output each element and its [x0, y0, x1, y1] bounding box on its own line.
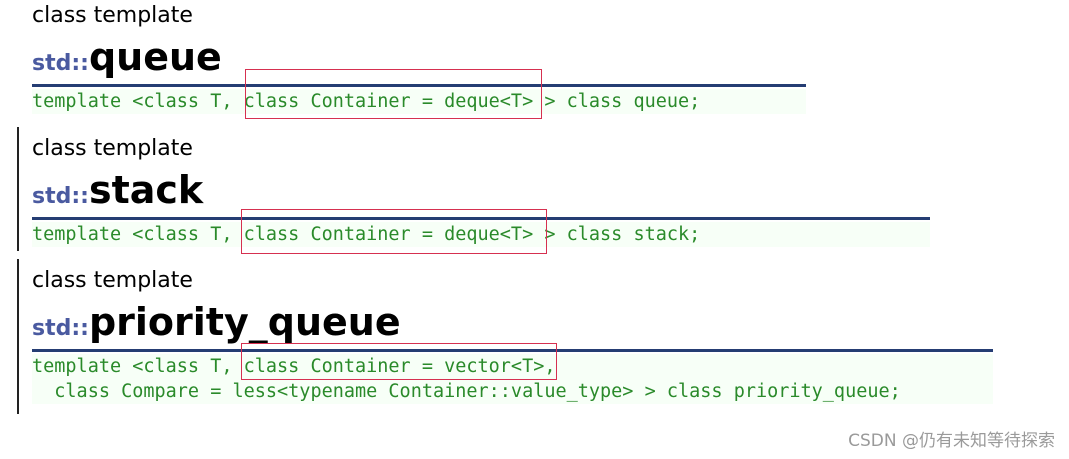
highlight-box	[241, 209, 547, 254]
title-underline	[32, 84, 806, 87]
class-name: priority_queue	[88, 300, 401, 344]
section-left-border	[17, 259, 19, 414]
highlight-box	[241, 343, 557, 380]
section-left-border	[17, 127, 19, 251]
code-block: template <class T, class Container = deq…	[32, 89, 806, 114]
code-line: template <class T, class Container = vec…	[32, 356, 556, 377]
class-title: std::stack	[32, 171, 203, 209]
title-underline	[32, 217, 930, 220]
class-name: queue	[88, 35, 222, 79]
code-line: template <class T, class Container = deq…	[32, 224, 701, 245]
watermark: CSDN @仍有未知等待探索	[848, 431, 1055, 451]
namespace-prefix: std::	[32, 184, 89, 209]
code-block: template <class T, class Container = deq…	[32, 222, 930, 247]
section-kind-label: class template	[32, 268, 193, 293]
code-block: template <class T, class Container = vec…	[32, 354, 993, 404]
namespace-prefix: std::	[32, 51, 89, 76]
class-title: std::queue	[32, 38, 222, 76]
section-kind-label: class template	[32, 136, 193, 161]
highlight-box	[245, 69, 542, 119]
section-kind-label: class template	[32, 3, 193, 28]
title-underline	[32, 349, 993, 352]
namespace-prefix: std::	[32, 316, 89, 341]
class-title: std::priority_queue	[32, 303, 401, 341]
class-name: stack	[88, 168, 204, 212]
code-line: template <class T, class Container = deq…	[32, 91, 701, 112]
code-line: class Compare = less<typename Container:…	[32, 381, 901, 402]
